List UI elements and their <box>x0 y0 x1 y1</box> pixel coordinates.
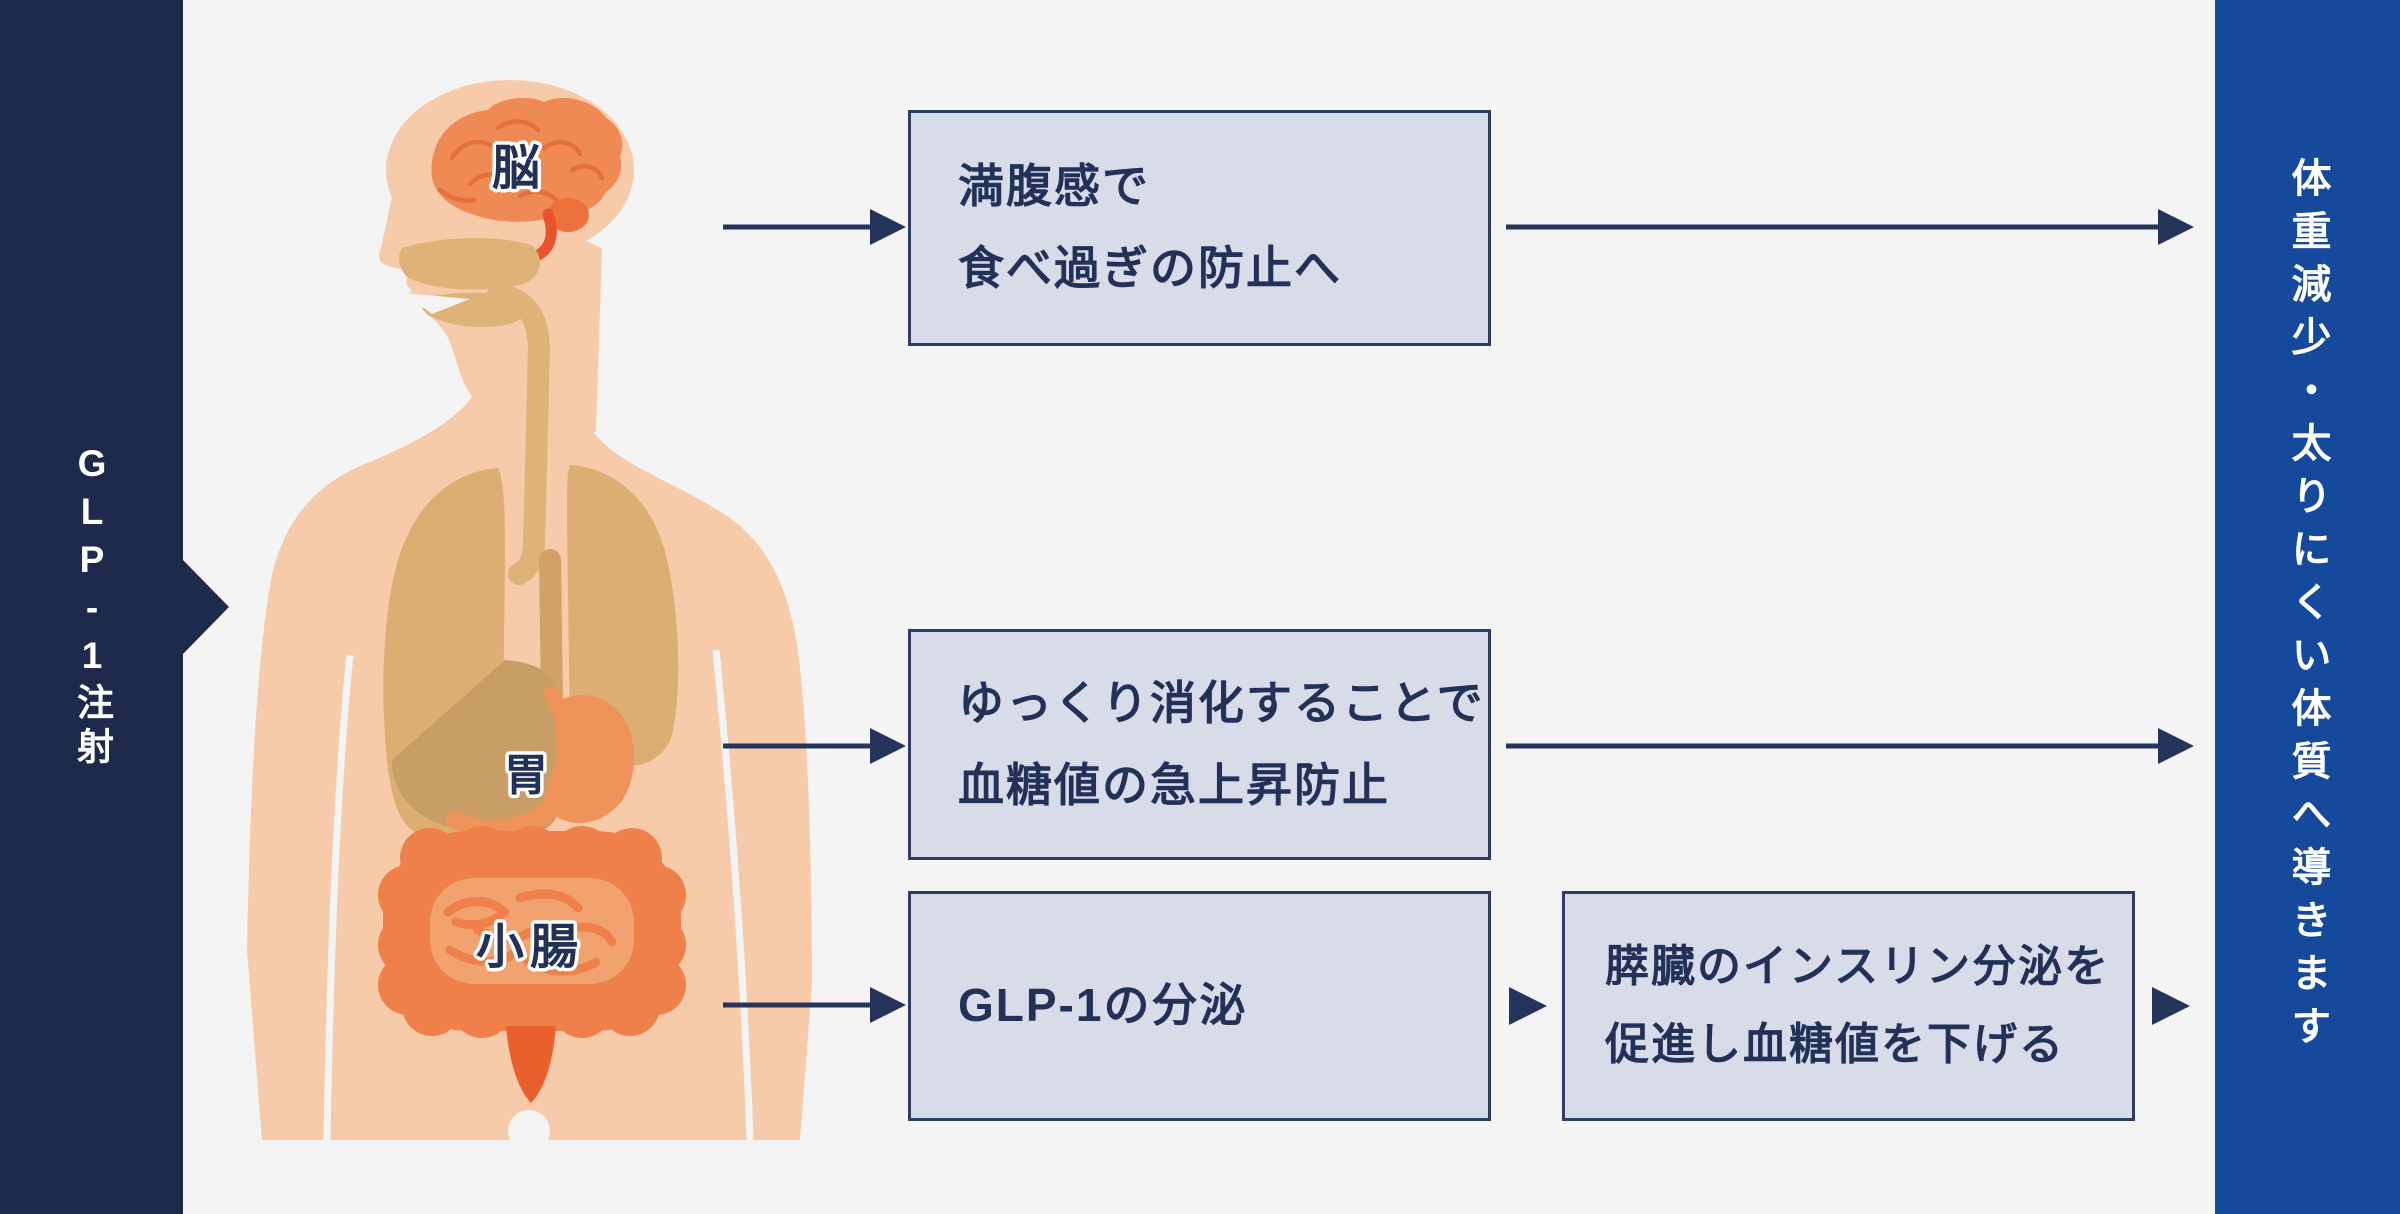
stomach-label: 胃 <box>504 751 548 800</box>
stomach-organ <box>446 686 634 838</box>
right-banner: 体重減少・太りにくい体質へ導きます <box>2215 0 2400 1214</box>
pancreas-effect-box: 膵臓のインスリン分泌を 促進し血糖値を下げる <box>1562 891 2135 1121</box>
intestines-organ <box>378 826 686 1152</box>
brain-effect-line2: 食べ過ぎの防止へ <box>958 242 1342 294</box>
right-banner-label: 体重減少・太りにくい体質へ導きます <box>2285 156 2330 1058</box>
cerebellum <box>547 198 589 232</box>
liver-organ <box>391 660 558 836</box>
brain-label: 脳 <box>492 142 540 195</box>
stomach-effect-box: ゆっくり消化することで 血糖値の急上昇防止 <box>908 629 1491 860</box>
intestine-effect-box: GLP-1の分泌 <box>908 891 1491 1121</box>
small-intestine-label: 小腸 <box>476 921 584 974</box>
stomach-effect-line1: ゆっくり消化することで <box>958 676 1485 729</box>
flow-arrows <box>723 209 2194 1025</box>
brain-effect-line1: 満腹感で <box>958 160 1150 213</box>
mouth-and-airway <box>399 237 563 716</box>
left-banner: GLP-1注射 <box>0 0 183 1214</box>
rectum <box>506 1026 556 1103</box>
stomach-effect-line2: 血糖値の急上昇防止 <box>958 758 1390 811</box>
left-banner-label: GLP-1注射 <box>71 443 113 771</box>
pancreas-effect-line2: 促進し血糖値を下げる <box>1605 1020 2065 1069</box>
intestine-effect-line1: GLP-1の分泌 <box>958 979 1248 1032</box>
brain-effect-box: 満腹感で 食べ過ぎの防止へ <box>908 110 1491 346</box>
pancreas-effect-line1: 膵臓のインスリン分泌を <box>1605 941 2111 991</box>
brain-organ <box>431 97 623 264</box>
left-banner-callout-triangle <box>183 560 229 654</box>
